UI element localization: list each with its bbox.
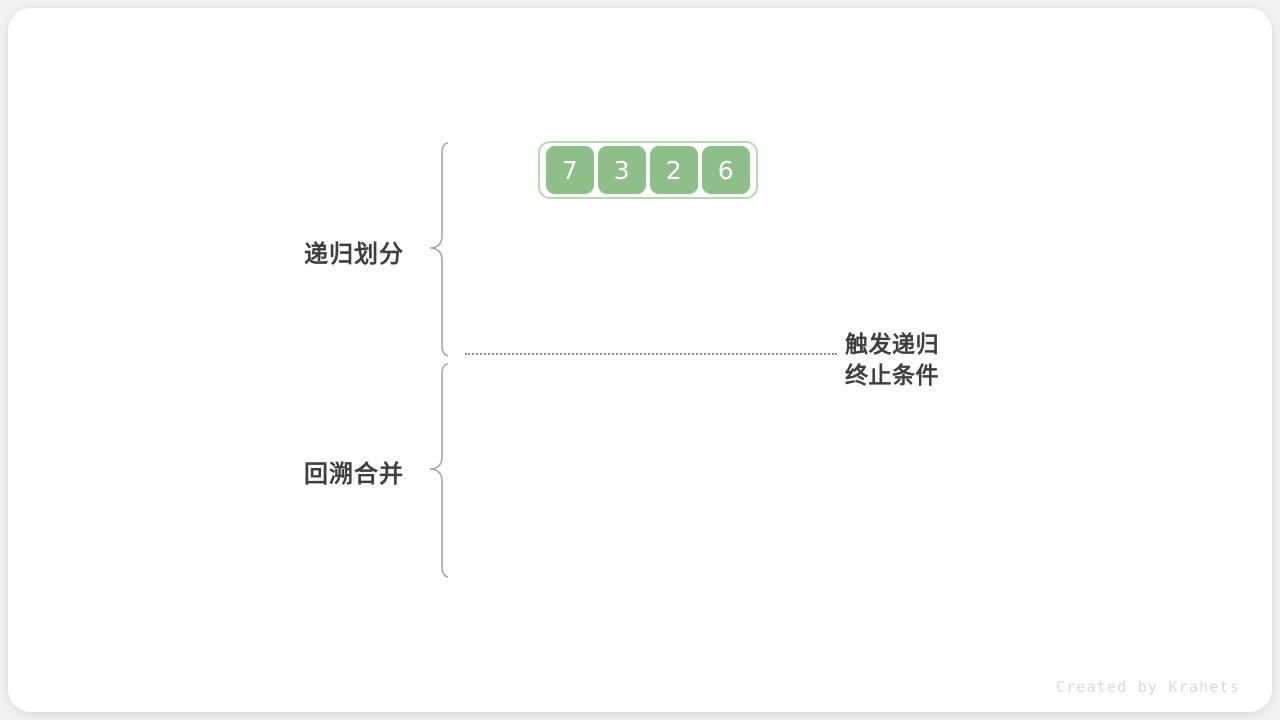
- recursion-boundary-separator: [465, 353, 837, 355]
- brace-merge-icon: [429, 363, 449, 578]
- array-cell: 6: [702, 146, 750, 194]
- credit-text: Created by Krahets: [1055, 678, 1240, 696]
- termination-condition-note: 触发递归 终止条件: [845, 330, 939, 392]
- brace-divide-icon: [429, 142, 449, 357]
- array-cell: 3: [598, 146, 646, 194]
- termination-note-line-1: 触发递归: [845, 332, 939, 358]
- phase-label-merge: 回溯合并: [304, 460, 404, 488]
- termination-note-line-2: 终止条件: [845, 363, 939, 389]
- figure-card: [8, 8, 1272, 712]
- array-cell: 2: [650, 146, 698, 194]
- array-cell: 7: [546, 146, 594, 194]
- phase-label-divide: 递归划分: [304, 240, 404, 268]
- input-array: 7 3 2 6: [538, 141, 758, 199]
